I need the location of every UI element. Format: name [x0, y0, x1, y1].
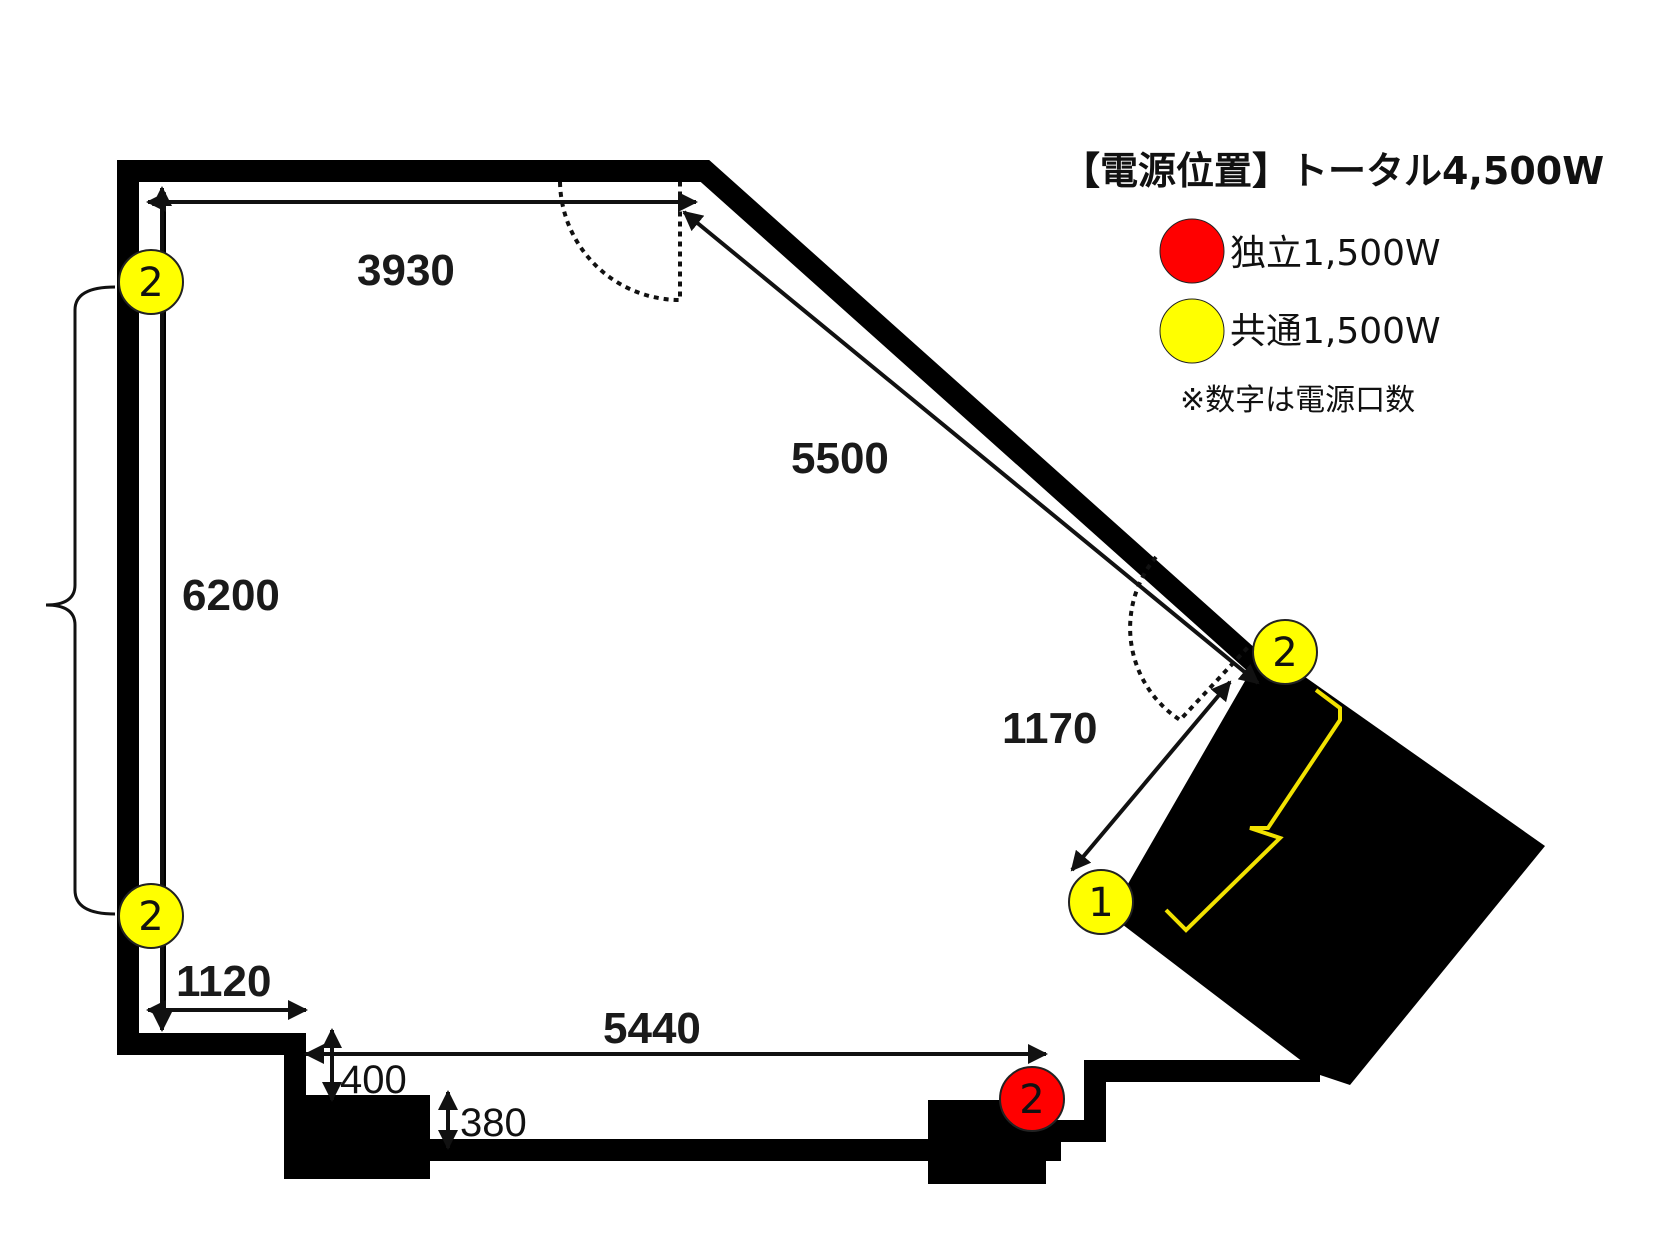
legend-independent-swatch: [1159, 218, 1225, 284]
dim-label-top: 3930: [357, 246, 455, 295]
pillar-left: [284, 1095, 430, 1179]
outlet-count: 2: [1272, 630, 1297, 676]
wall-bottom: [117, 1033, 1320, 1161]
dim-label-step: 400: [340, 1058, 407, 1102]
outlet-count: 2: [138, 894, 163, 940]
dim-label-pillar: 380: [460, 1101, 527, 1145]
corner-block: [1110, 648, 1545, 1085]
outlet-bottom: 2: [999, 1066, 1065, 1132]
dim-label-bottom-offset: 1120: [176, 957, 271, 1006]
left-brace: [45, 285, 116, 916]
dim-label-diagonal: 5500: [791, 434, 889, 483]
outlet-count: 2: [1019, 1077, 1044, 1123]
dim-label-bottom: 5440: [603, 1004, 701, 1053]
legend-note: ※数字は電源口数: [1180, 383, 1415, 418]
right-bracket: [1164, 688, 1342, 933]
outlet-count: 1: [1088, 880, 1113, 926]
outlet-count: 2: [138, 260, 163, 306]
dim-label-right-short: 1170: [1002, 704, 1097, 753]
legend-shared-label: 共通1,500W: [1230, 311, 1441, 352]
outlet-left-upper: 2: [118, 249, 184, 315]
legend-independent-label: 独立1,500W: [1230, 233, 1441, 274]
outlet-right-upper: 2: [1252, 619, 1318, 685]
outlet-right-lower: 1: [1068, 869, 1134, 935]
legend-title: 【電源位置】トータル4,500W: [1062, 149, 1604, 193]
outlet-left-lower: 2: [118, 883, 184, 949]
legend: 【電源位置】トータル4,500W 独立1,500W 共通1,500W ※数字は電…: [1062, 149, 1604, 418]
legend-shared-swatch: [1159, 298, 1225, 364]
dim-line-diagonal: [682, 210, 1260, 685]
dim-line-right-short: [1070, 680, 1232, 872]
dim-label-left: 6200: [182, 571, 280, 620]
door-swing-top: [558, 181, 682, 303]
